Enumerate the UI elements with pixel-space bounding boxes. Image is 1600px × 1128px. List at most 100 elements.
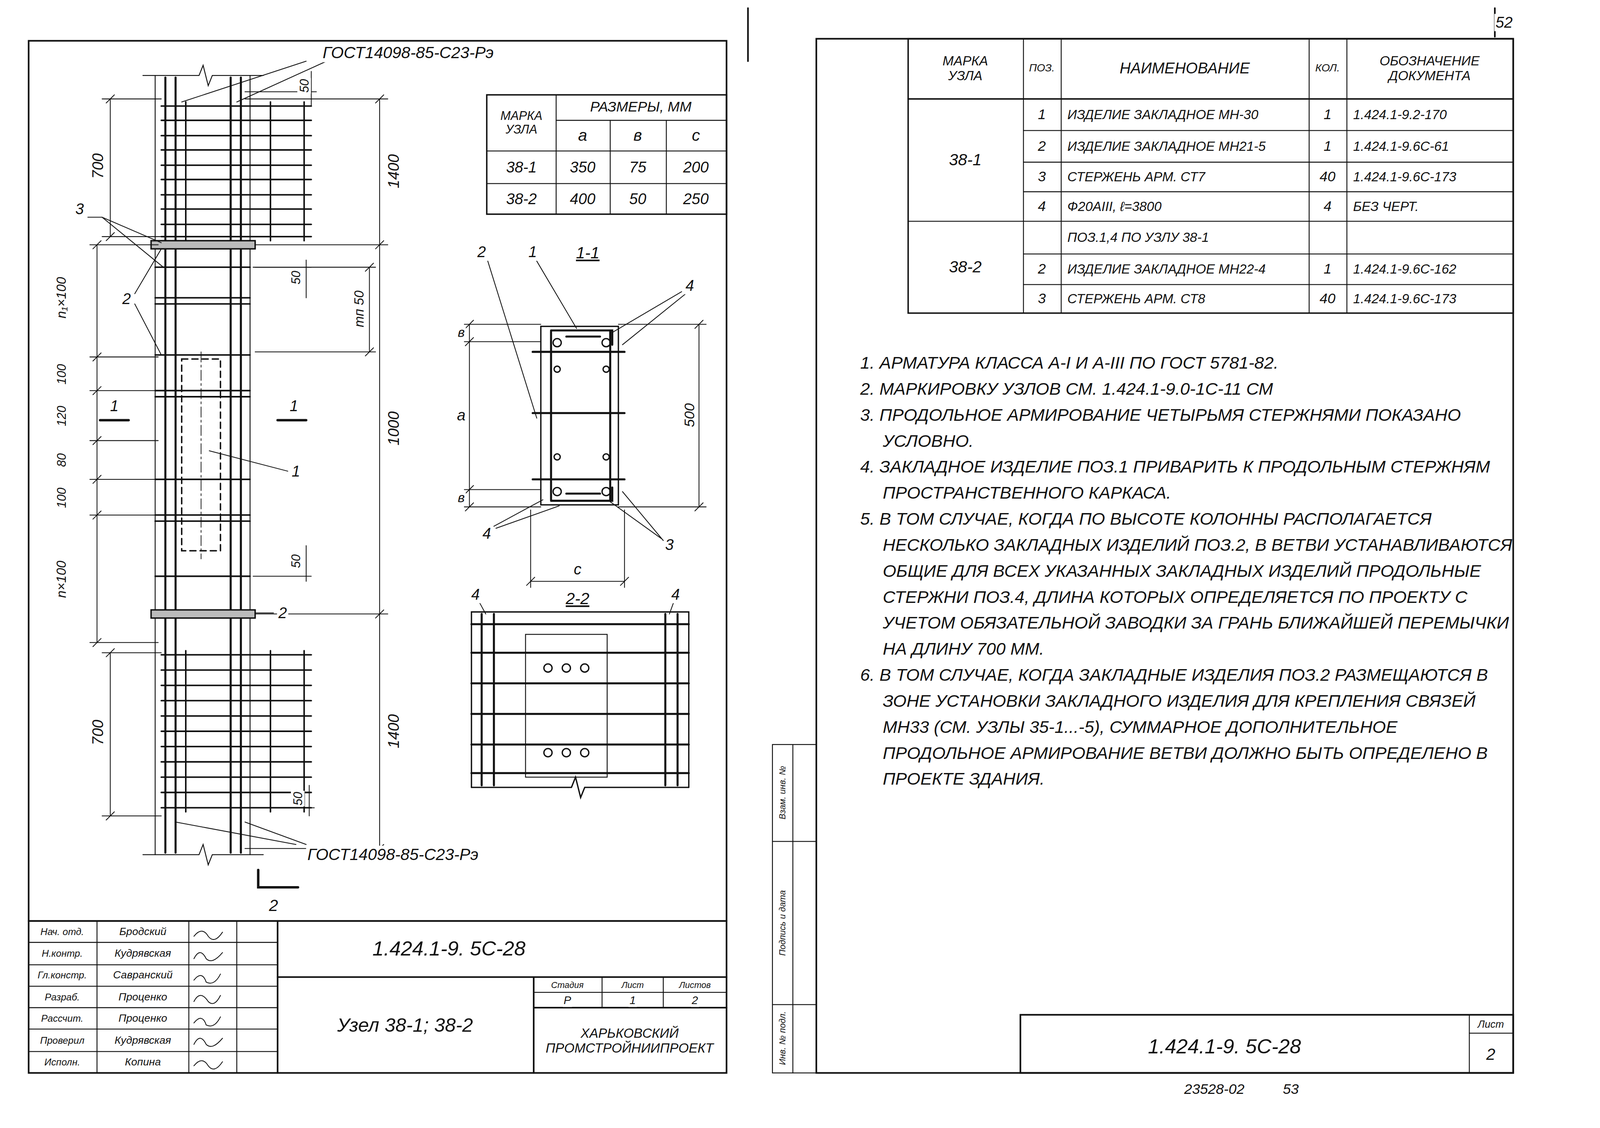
section-1-1	[603, 453, 610, 460]
dimension-lines	[93, 436, 102, 445]
callout-number: 4	[670, 586, 682, 604]
dimension-lines	[93, 638, 102, 647]
section-2-2	[492, 614, 495, 786]
section-2-2	[471, 623, 690, 626]
side-stamp-grid	[1020, 1015, 1514, 1074]
dimension: 700	[89, 152, 107, 181]
section-dimensions	[469, 324, 470, 508]
table-header: с	[690, 126, 702, 145]
callout-number: 3	[663, 536, 675, 554]
leader-lines	[134, 304, 162, 356]
table-cell: ПОЗ.1,4 ПО УЗЛУ 38-1	[1066, 230, 1210, 246]
title-block-grid	[533, 992, 727, 994]
table-cell: СТЕРЖЕНЬ АРМ. СТ8	[1066, 291, 1207, 307]
section-2-2	[664, 614, 667, 786]
table-cell: Ф20АIII, ℓ=3800	[1066, 199, 1163, 214]
side-stamp-grid	[792, 744, 794, 1074]
reinforcement-cage	[161, 776, 312, 779]
leader-lines	[244, 822, 307, 845]
title-block-grid	[96, 921, 98, 1074]
side-stamp-grid	[1468, 1015, 1470, 1074]
table-cell: 250	[681, 190, 710, 208]
section-1-1	[550, 330, 613, 346]
section-dimensions	[465, 502, 474, 511]
reinforcement-cage	[161, 715, 312, 718]
sheet-frame	[28, 8, 1513, 1074]
leader-lines	[622, 491, 664, 541]
dimension-table-grid	[486, 183, 727, 185]
table-header: МАРКА УЗЛА	[490, 108, 553, 137]
callout-number: 2	[476, 243, 488, 261]
title-block-grid	[28, 1007, 278, 1009]
leader-lines	[487, 261, 537, 419]
notes-block: 1. АРМАТУРА КЛАССА А-I И А-III ПО ГОСТ 5…	[860, 349, 1514, 793]
reinforcement-cage	[185, 650, 187, 813]
table-cell: 4	[1036, 198, 1047, 215]
table-cell: 200	[681, 158, 710, 177]
callout-number: 2	[121, 290, 133, 308]
dimension-lines	[253, 807, 315, 809]
dimension: 500	[681, 402, 698, 429]
reinforcement-cage	[269, 650, 272, 813]
table-header: РАЗМЕРЫ, ММ	[589, 99, 693, 116]
longitudinal-bars	[165, 77, 241, 853]
reinforcement-cage	[161, 149, 312, 151]
reinforcement-cage	[161, 235, 312, 238]
stamp-name: Кудрявская	[113, 947, 172, 960]
section-marker	[99, 420, 307, 888]
reinforcement-cage	[161, 134, 312, 137]
reinforcement-cage	[161, 700, 312, 702]
dimension: 1000	[385, 410, 403, 447]
section-2-2	[676, 614, 679, 786]
note-text: 4. ЗАКЛАДНОЕ ИЗДЕЛИЕ ПОЗ.1 ПРИВАРИТЬ К П…	[860, 453, 1514, 507]
leader-lines	[236, 61, 327, 103]
table-header: ПОЗ.	[1028, 62, 1056, 75]
spec-table-grid	[908, 38, 1514, 314]
stamp-role: Инв. № подл.	[777, 1011, 788, 1067]
leader-lines	[181, 61, 307, 103]
section-marker	[99, 418, 129, 422]
longitudinal-bars	[174, 77, 177, 853]
spec-table-grid	[1023, 191, 1513, 193]
signature-scribble	[193, 995, 221, 1004]
side-stamp-grid	[772, 1004, 817, 1006]
table-header: МАРКА УЗЛА	[932, 53, 999, 84]
title-block-grid	[277, 976, 727, 979]
section-mark: 1	[108, 397, 120, 415]
section-2-2	[471, 682, 690, 685]
table-cell: 2	[1036, 261, 1047, 278]
dimension-table-grid	[486, 94, 727, 214]
callout-number: 3	[74, 200, 86, 218]
side-stamp-grid	[772, 744, 817, 1074]
section-dimensions	[464, 341, 541, 343]
sheet-frame	[28, 40, 727, 1074]
signature-scribble	[193, 1017, 221, 1027]
table-cell: 75	[628, 158, 648, 177]
section-dimensions	[624, 510, 625, 588]
section-dimensions	[695, 502, 704, 511]
section-dimensions	[530, 581, 625, 582]
table-cell: БЕЗ ЧЕРТ.	[1351, 199, 1420, 214]
title-block-grid	[601, 977, 603, 1009]
leader-lines	[87, 217, 162, 244]
table-cell: 38-1	[504, 158, 538, 177]
embedded-plate	[150, 240, 255, 249]
dimension-lines	[365, 347, 374, 356]
section-title: 2-2	[564, 589, 591, 609]
leader-lines	[255, 612, 274, 614]
section-dimensions	[620, 577, 629, 586]
section-1-1	[540, 326, 619, 506]
dimension-lines	[106, 232, 115, 241]
section-1-1	[554, 453, 561, 460]
table-cell: 3	[1036, 168, 1047, 186]
longitudinal-bars	[239, 77, 242, 853]
dimension-table-grid	[609, 120, 611, 215]
callout-number: 4	[684, 277, 696, 295]
side-stamp-grid	[772, 744, 1514, 1074]
section-2-2	[580, 748, 589, 757]
section-2-2	[543, 748, 552, 757]
dimension-lines	[309, 785, 310, 817]
stamp-role: Гл.констр.	[36, 969, 88, 981]
signature-scribble	[193, 931, 223, 1070]
